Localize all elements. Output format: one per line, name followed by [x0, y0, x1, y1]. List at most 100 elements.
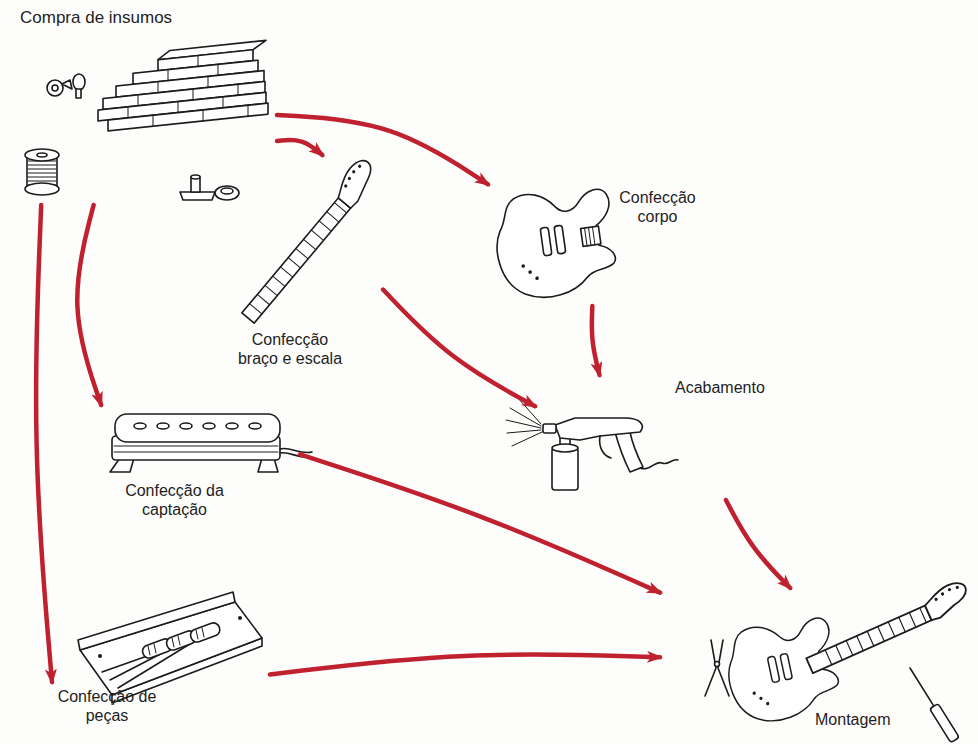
disc-center — [221, 188, 233, 194]
tuning-pegs — [47, 74, 85, 98]
cup-lid — [552, 444, 578, 452]
step-label: Acabamento — [675, 378, 790, 397]
tuner — [357, 164, 362, 169]
peg-key — [73, 74, 85, 90]
tuner — [934, 597, 938, 601]
control-knob — [535, 276, 539, 280]
switch-knob-top — [191, 175, 200, 179]
process-step: Confecção braço e escala — [235, 155, 383, 387]
flow-arrow — [277, 115, 488, 184]
control-knob — [528, 270, 532, 274]
disc — [215, 186, 239, 200]
plank-joints — [128, 50, 248, 129]
flow-arrow — [592, 306, 600, 375]
gun-handle — [615, 432, 643, 472]
wood-pile — [98, 40, 268, 132]
assembled-neck — [803, 579, 973, 674]
control-knob — [759, 696, 763, 700]
peg-hole — [52, 85, 58, 91]
process-step: Acabamento — [535, 375, 793, 500]
process-step: Confecção da captação — [95, 405, 300, 535]
pliers — [705, 640, 729, 696]
spool-winding — [28, 161, 56, 185]
step-label: Confecção da captação — [117, 481, 232, 519]
screwdriver-handle — [930, 704, 960, 743]
pickup — [780, 653, 793, 680]
body-outline — [490, 183, 621, 303]
frets — [825, 608, 926, 665]
screw-hole — [238, 616, 242, 620]
pliers-arm — [718, 640, 729, 696]
spool-hole — [37, 153, 47, 157]
screwdriver — [906, 665, 960, 742]
spray-lines — [506, 398, 542, 446]
spool-flange — [25, 149, 59, 161]
fretboard — [806, 606, 931, 674]
step-label: Confecção corpo — [610, 188, 705, 226]
pole-piece — [249, 423, 261, 429]
nozzle — [543, 424, 556, 433]
pocket-hatch — [585, 227, 595, 246]
bridge-plate — [78, 592, 262, 703]
paint-cup — [552, 448, 578, 490]
frets — [250, 203, 347, 314]
pickup — [767, 656, 780, 683]
pole-piece — [180, 423, 192, 429]
saddle-threads — [148, 628, 204, 655]
saddle — [189, 621, 222, 643]
tuner — [351, 170, 356, 175]
pickup-cover — [115, 414, 280, 442]
pole-piece — [203, 423, 215, 429]
peg-washer — [47, 80, 63, 96]
flow-arrow — [277, 140, 322, 155]
tuner — [955, 585, 959, 589]
pole-piece — [226, 423, 238, 429]
air-hose — [640, 460, 678, 469]
base-plate — [180, 192, 215, 200]
flow-arrow — [77, 205, 101, 405]
process-step: Confecção corpo — [488, 178, 710, 306]
step-label: Confecção braço e escala — [235, 330, 345, 368]
spool-flange — [25, 183, 59, 195]
coil-lines — [114, 446, 278, 452]
flow-arrow — [726, 500, 790, 588]
process-step: Montagem — [660, 588, 970, 742]
pliers-arm — [705, 640, 716, 696]
humbucker-pickup — [110, 414, 312, 472]
control-knob — [521, 264, 525, 268]
pole-piece — [134, 423, 146, 429]
flow-arrow — [36, 205, 52, 682]
screw-hole — [98, 654, 102, 658]
step-label: Compra de insumos — [20, 8, 255, 27]
control-knob — [752, 691, 756, 695]
control-knob — [766, 702, 770, 706]
small-parts — [180, 175, 239, 200]
tuner — [940, 592, 944, 596]
flow-arrow — [300, 454, 660, 592]
spray-gun — [506, 398, 678, 490]
gun-body — [555, 418, 642, 440]
tuner — [347, 176, 352, 181]
step-label: Montagem — [815, 710, 915, 729]
headstock — [331, 156, 381, 209]
peg-key — [62, 80, 72, 89]
screwdriver-shaft — [910, 668, 934, 706]
headstock — [921, 579, 972, 621]
tuner — [344, 184, 349, 189]
plank — [108, 103, 268, 131]
step-label: Confecção de peças — [52, 687, 162, 725]
flow-arrow — [270, 654, 660, 674]
tuner — [947, 588, 951, 592]
pickup-wire — [280, 453, 310, 458]
pliers-pivot — [715, 662, 720, 667]
pickup — [554, 225, 566, 254]
trigger — [600, 436, 611, 458]
guitar-neck — [234, 156, 381, 324]
pickup — [540, 227, 552, 256]
peg-shaft — [76, 89, 81, 98]
flow-arrow — [383, 290, 535, 407]
